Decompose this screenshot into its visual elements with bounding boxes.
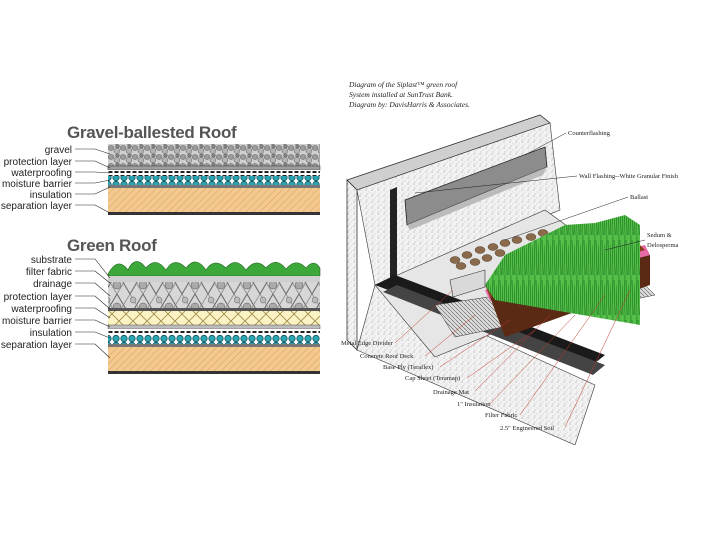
caption-line-1: System installed at SunTrust Bank. bbox=[349, 90, 453, 99]
green-label-6: insulation bbox=[30, 328, 72, 339]
label-drainage-mat: Drainage Mat bbox=[433, 389, 469, 396]
label-ballast: Ballast bbox=[630, 194, 648, 201]
label-engineered-soil: 2.5" Engineered Soil bbox=[500, 425, 554, 432]
green-roof-section bbox=[107, 261, 321, 374]
label-insulation: 1" Insulation bbox=[457, 401, 491, 408]
gravel-label-3: moisture barrier bbox=[2, 179, 73, 190]
label-sedum: Sedum & bbox=[647, 232, 672, 239]
gravel-roof-labels: gravel protection layer waterproofing mo… bbox=[1, 145, 111, 214]
green-label-0: substrate bbox=[31, 255, 73, 266]
gravel-roof-section bbox=[107, 144, 321, 215]
green-label-4: waterproofing bbox=[10, 304, 72, 315]
parapet-wall bbox=[346, 114, 561, 351]
label-counterflashing: Counterflashing bbox=[568, 130, 611, 137]
roof-deck bbox=[356, 209, 656, 446]
gravel-label-2: waterproofing bbox=[10, 168, 72, 179]
layer-sections-panel: Gravel-ballested Roof gravel protection … bbox=[0, 118, 330, 388]
green-label-2: drainage bbox=[33, 279, 72, 290]
siplast-diagram-svg: Diagram of the Siplast™ green roof Syste… bbox=[341, 80, 679, 446]
right-labels: Counterflashing Wall Flashing--White Gra… bbox=[414, 130, 679, 251]
gravel-label-5: separation layer bbox=[1, 201, 73, 212]
label-filter-fabric: Filter Fabric bbox=[485, 412, 517, 419]
label-cap-sheet: Cap Sheet (Teramap) bbox=[405, 375, 460, 382]
siplast-diagram-panel: Diagram of the Siplast™ green roof Syste… bbox=[335, 75, 720, 446]
green-label-5: moisture barrier bbox=[2, 316, 73, 327]
green-label-3: protection layer bbox=[4, 292, 73, 303]
label-metal-edge: Metal Edge Divider bbox=[341, 340, 393, 347]
caption-line-2: Diagram by: DavisHarris & Associates. bbox=[348, 100, 470, 109]
gravel-label-0: gravel bbox=[45, 145, 72, 156]
gravel-roof-title: Gravel-ballested Roof bbox=[67, 123, 237, 142]
label-delosperma: Delosperma bbox=[647, 242, 679, 249]
green-label-1: filter fabric bbox=[26, 267, 72, 278]
green-label-7: separation layer bbox=[1, 340, 73, 351]
label-base-ply: Base Ply (Teraflex) bbox=[383, 364, 433, 371]
gravel-label-1: protection layer bbox=[4, 157, 73, 168]
label-wall-flashing: Wall Flashing--White Granular Finish bbox=[579, 173, 679, 180]
label-concrete-deck: Concrete Roof Deck bbox=[360, 353, 414, 360]
caption-line-0: Diagram of the Siplast™ green roof bbox=[348, 80, 458, 89]
green-roof-labels: substrate filter fabric drainage protect… bbox=[1, 255, 111, 359]
layer-sections-svg: Gravel-ballested Roof gravel protection … bbox=[1, 123, 321, 374]
bottom-labels: Metal Edge Divider Concrete Roof Deck Ba… bbox=[341, 289, 631, 432]
siplast-caption: Diagram of the Siplast™ green roof Syste… bbox=[348, 80, 470, 109]
gravel-label-4: insulation bbox=[30, 190, 72, 201]
green-roof-title: Green Roof bbox=[67, 236, 157, 255]
